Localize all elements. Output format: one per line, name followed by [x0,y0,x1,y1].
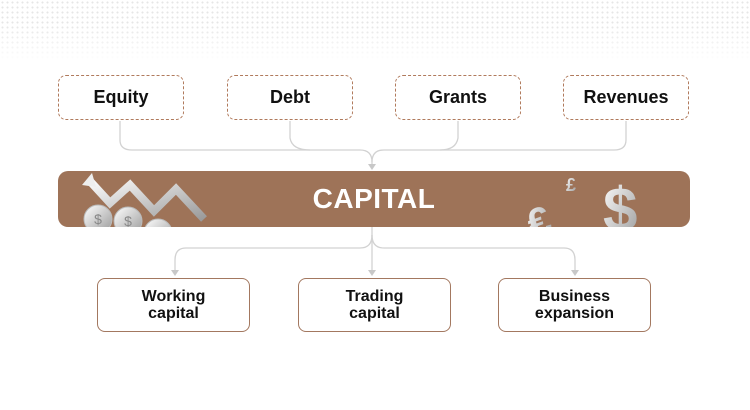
use-label-line2: expansion [534,305,615,322]
connector-revenues [371,121,627,163]
source-equity: Equity [58,75,184,120]
connector-expansion [371,234,576,272]
arrow-to-trading [368,270,376,276]
dot-pattern-background [0,0,750,62]
source-grants: Grants [395,75,521,120]
arrow-to-working [171,270,179,276]
use-label-line2: capital [349,305,400,322]
finance-decoration-icon: $ $ € £ $ [82,173,637,227]
dollar-icon: $ [603,176,637,227]
pound-icon: £ [566,175,576,195]
arrow-into-capital [368,164,376,170]
connector-working [174,234,373,272]
svg-text:$: $ [94,211,102,227]
use-label-line1: Business [538,288,611,305]
capital-title: CAPITAL [312,183,436,214]
coin-icons: $ $ [83,204,172,227]
source-revenues: Revenues [563,75,689,120]
connector-equity [119,121,373,168]
zigzag-arrow-icon [85,176,207,222]
connector-debt [289,121,311,151]
svg-text:$: $ [124,213,132,227]
use-label-line1: Working [141,288,206,305]
use-label-line2: capital [148,305,199,322]
source-debt: Debt [227,75,353,120]
capital-banner: $ $ € £ $ CAPITAL [58,171,690,227]
use-label-line1: Trading [345,288,404,305]
connector-grants [439,121,459,151]
arrow-to-expansion [571,270,579,276]
